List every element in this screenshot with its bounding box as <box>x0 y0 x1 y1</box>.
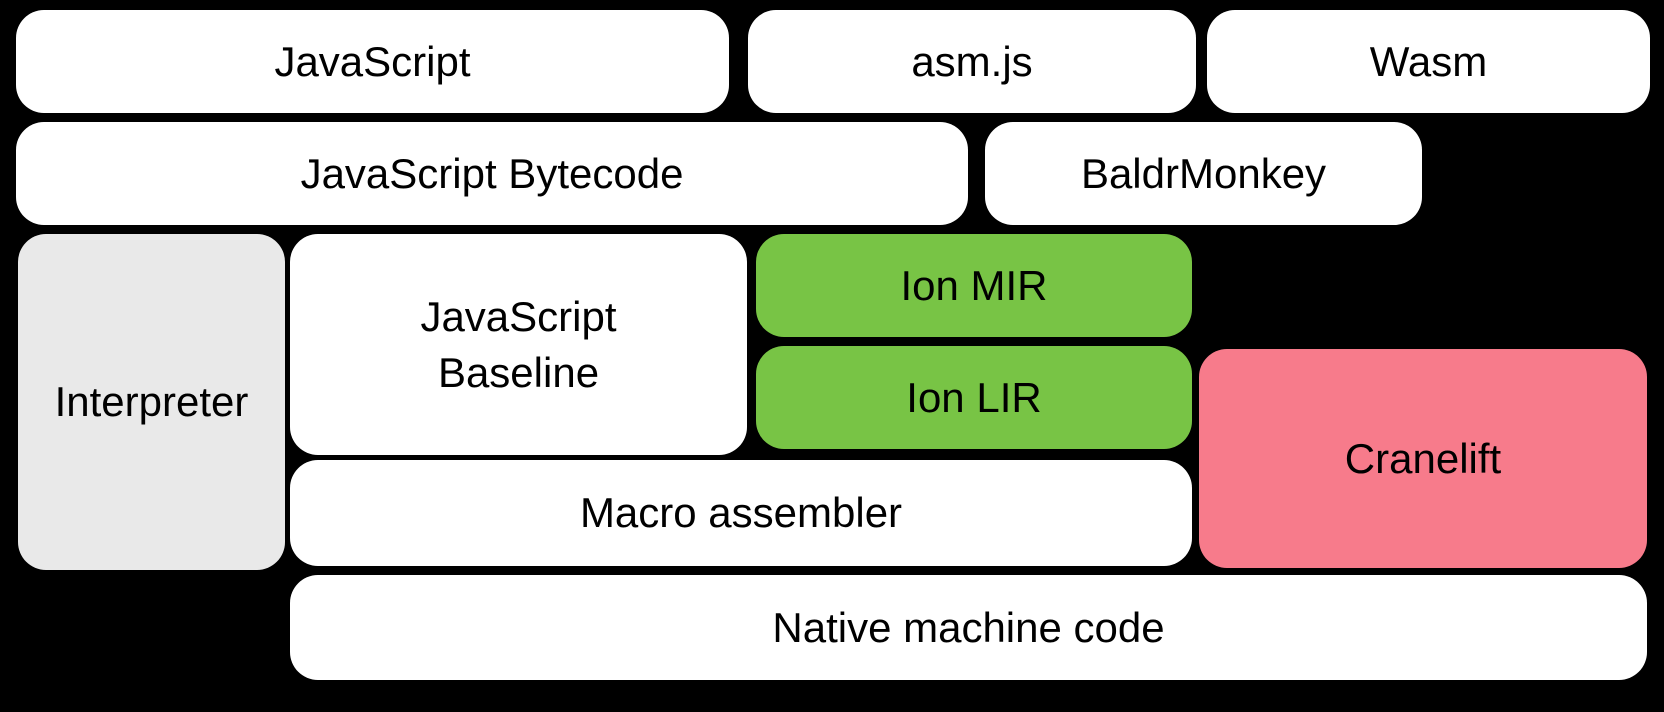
node-ion-lir: Ion LIR <box>756 346 1192 449</box>
node-javascript-baseline: JavaScript Baseline <box>290 234 747 455</box>
node-wasm: Wasm <box>1207 10 1650 113</box>
node-baldrmonkey: BaldrMonkey <box>985 122 1422 225</box>
node-ion-mir: Ion MIR <box>756 234 1192 337</box>
node-cranelift: Cranelift <box>1199 349 1647 568</box>
node-interpreter: Interpreter <box>18 234 285 570</box>
node-macro-assembler: Macro assembler <box>290 460 1192 566</box>
node-native-machine-code: Native machine code <box>290 575 1647 680</box>
node-javascript-bytecode: JavaScript Bytecode <box>16 122 968 225</box>
node-asm-js: asm.js <box>748 10 1196 113</box>
node-javascript: JavaScript <box>16 10 729 113</box>
